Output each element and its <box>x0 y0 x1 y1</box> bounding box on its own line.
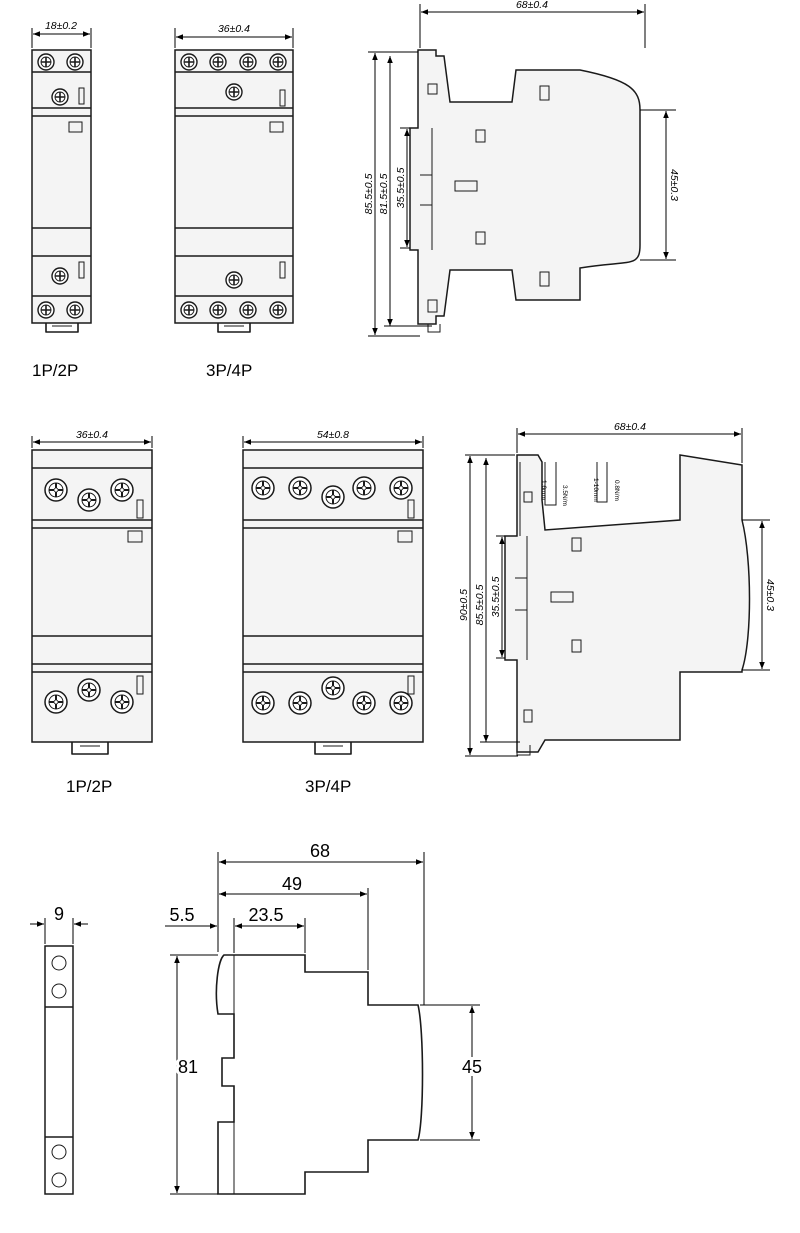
row2-narrow-front-view <box>31 449 153 755</box>
row3-module-front-view <box>44 945 74 1195</box>
row1-caption-left: 1P/2P <box>32 361 78 380</box>
row3-side-profile <box>215 954 424 1195</box>
row1-wide-width-dimension: 36±0.4 <box>174 23 294 48</box>
row1-side-depth-label: 68±0.4 <box>516 0 548 11</box>
row2-caption-right: 3P/4P <box>305 777 351 796</box>
row3-height-dimensions: 81 45 <box>170 954 485 1195</box>
row1-side-h1-label: 85.5±0.5 <box>363 173 375 214</box>
row2-wide-front-view <box>242 449 424 755</box>
row2-side-h3-label: 35.5±0.5 <box>490 576 502 617</box>
row2-wide-width-label: 54±0.8 <box>317 429 349 441</box>
row1-side-depth-dimension: 68±0.4 <box>419 0 646 48</box>
row1-side-height-dimensions: 85.5±0.5 81.5±0.5 35.5±0.5 45±0.3 <box>363 51 680 337</box>
row1-caption-right: 3P/4P <box>206 361 252 380</box>
row2-side-h1-label: 90±0.5 <box>458 589 470 621</box>
row3-depth-total-label: 68 <box>310 841 330 861</box>
row1-narrow-front-view <box>31 49 92 333</box>
row2-note-2: 3.5N/m <box>561 485 568 506</box>
row1-wide-width-label: 36±0.4 <box>218 23 250 35</box>
row2-side-profile: 1.6mm 3.5N/m 1-10mm 0.8N/m <box>504 454 751 756</box>
row2-narrow-width-dimension: 36±0.4 <box>31 429 153 448</box>
row2-note-3: 1-10mm <box>592 478 599 502</box>
row2-side-depth-label: 68±0.4 <box>614 421 646 433</box>
row2-wide-width-dimension: 54±0.8 <box>242 429 424 448</box>
row1-side-h3-label: 35.5±0.5 <box>395 167 407 208</box>
row3-height-front-label: 45 <box>462 1057 482 1077</box>
row1-narrow-width-dimension: 18±0.2 <box>31 20 92 48</box>
row2-side-depth-dimension: 68±0.4 <box>516 421 743 463</box>
row3-depth-offset-label: 5.5 <box>169 905 194 925</box>
row3-front-width-label: 9 <box>54 904 64 924</box>
row3-depth-mid-label: 49 <box>282 874 302 894</box>
row1-narrow-width-label: 18±0.2 <box>45 20 77 32</box>
row3-front-width-dimension: 9 <box>30 904 88 944</box>
row2-side-h2-label: 85.5±0.5 <box>474 584 486 625</box>
row1-side-h4-label: 45±0.3 <box>668 169 680 201</box>
row2-narrow-width-label: 36±0.4 <box>76 429 108 441</box>
row3-height-label: 81 <box>178 1057 198 1077</box>
row3-depth-step-label: 23.5 <box>248 905 283 925</box>
row2-side-h4-label: 45±0.3 <box>764 579 776 611</box>
row1-side-profile <box>409 49 641 333</box>
row1-wide-front-view <box>174 49 294 333</box>
row2-note-1: 1.6mm <box>540 480 547 500</box>
row2-caption-left: 1P/2P <box>66 777 112 796</box>
row2-note-4: 0.8N/m <box>613 480 620 501</box>
row2-side-height-dimensions: 90±0.5 85.5±0.5 35.5±0.5 45±0.3 <box>458 454 776 757</box>
row3-depth-dimensions: 68 49 5.5 23.5 <box>165 841 425 1005</box>
row1-side-h2-label: 81.5±0.5 <box>378 173 390 214</box>
